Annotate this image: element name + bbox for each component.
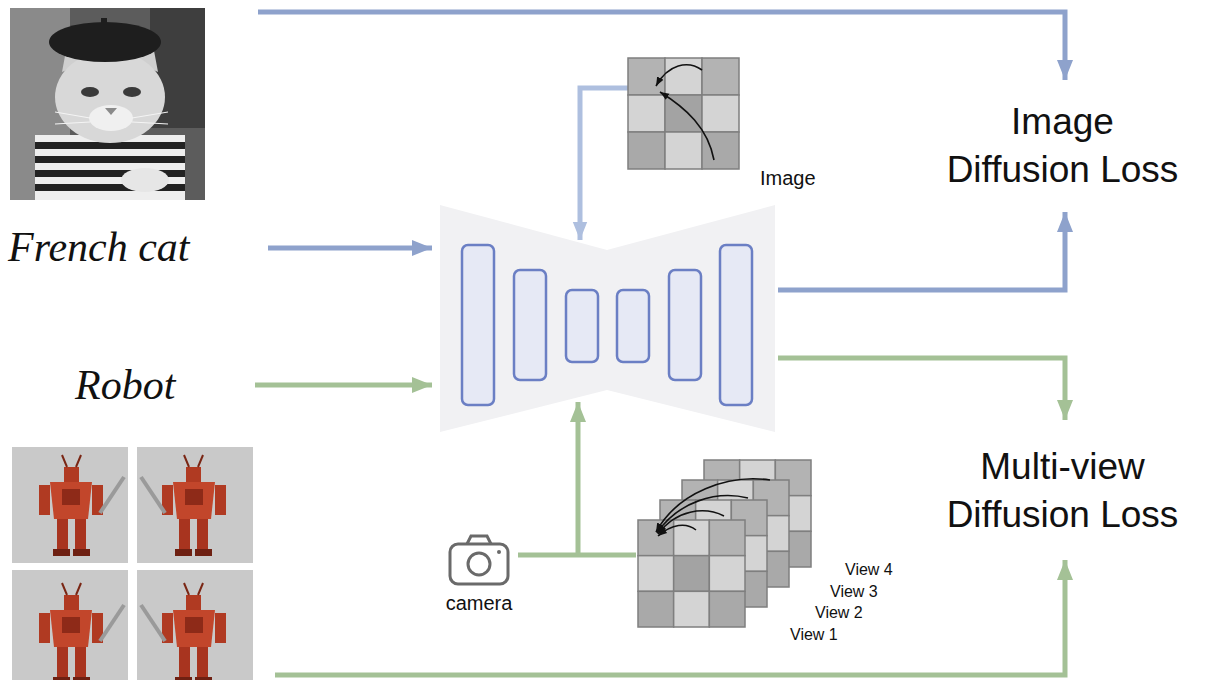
robot-renders [12, 447, 253, 680]
grid-label: Image [760, 166, 816, 190]
text-holder: View 1 [790, 625, 838, 644]
token-grid [628, 58, 739, 169]
label-holder: French cat [8, 220, 190, 275]
attention-arrows [656, 479, 770, 536]
view-label: View 2 [815, 603, 863, 622]
text-holder: View 3 [830, 582, 878, 601]
text-holder: View 2 [815, 603, 863, 622]
camera-icon [440, 528, 518, 588]
flow-arrow [778, 358, 1065, 420]
view-label: View 4 [845, 560, 893, 579]
label-holder: Robot [75, 358, 175, 413]
attention-arrows [656, 65, 714, 160]
image-token-grid: Image [620, 50, 820, 190]
label-holder: Multi-view Diffusion Loss [940, 443, 1185, 539]
flow-arrow [580, 88, 628, 240]
loss-label: Image Diffusion Loss [940, 98, 1185, 194]
token-grid [638, 520, 745, 627]
cat-photo [10, 8, 205, 200]
flow-arrow [268, 246, 432, 251]
multiview-token-grids: View 4 View 3 View 2 View 1 [636, 450, 897, 650]
label-holder: Image Diffusion Loss [940, 98, 1185, 194]
flow-arrow [576, 402, 581, 555]
unet-network [440, 205, 775, 432]
text-holder: Image [760, 166, 816, 190]
flow-arrow [778, 212, 1065, 290]
flow-arrow [255, 383, 432, 388]
loss-label: Multi-view Diffusion Loss [940, 443, 1185, 539]
image-flow-arrows [258, 12, 1065, 290]
connector [518, 553, 636, 558]
text-prompt: Robot [75, 358, 175, 413]
view-label: View 1 [790, 625, 838, 644]
camera-label: camera [446, 591, 513, 615]
text-prompt: French cat [8, 220, 190, 275]
text-holder: View 4 [845, 560, 893, 579]
view-label: View 3 [830, 582, 878, 601]
image-token-grid [626, 56, 744, 174]
multiview-flow-arrows [255, 358, 1065, 675]
text-holder: camera [446, 591, 513, 615]
camera-node: camera [440, 528, 518, 620]
